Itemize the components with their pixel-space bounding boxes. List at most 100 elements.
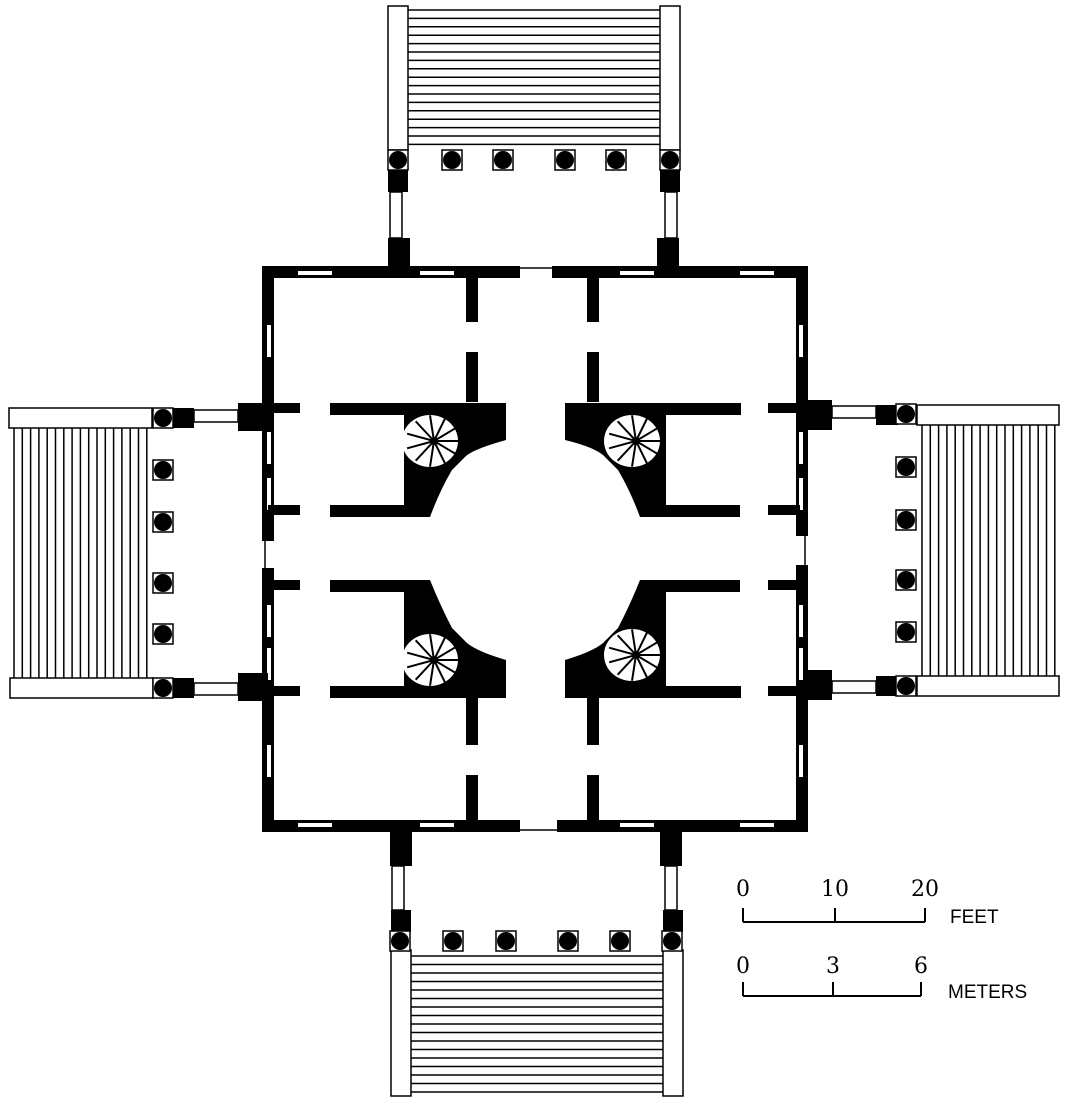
pilaster (238, 403, 268, 431)
stair-tread (406, 651, 435, 661)
spiral-staircases (402, 415, 664, 686)
pilaster (804, 670, 832, 700)
column-icon (443, 151, 461, 169)
stair-tread (631, 440, 637, 467)
stair-tread (635, 426, 661, 442)
window-icon (620, 823, 654, 827)
anta (876, 676, 898, 696)
column-icon (154, 625, 172, 643)
window-icon (799, 478, 803, 510)
column-icon (154, 409, 172, 427)
window-icon (740, 823, 774, 827)
column-icon (497, 932, 515, 950)
stair-cheek-west (390, 949, 412, 1097)
portico-north (387, 5, 681, 239)
side-wall-east (664, 865, 678, 911)
stair-cheek-north (916, 404, 1060, 426)
stair-tread (414, 420, 435, 442)
column-icon (897, 458, 915, 476)
window-icon (298, 823, 332, 827)
window-icon (799, 745, 803, 777)
anta (172, 678, 194, 698)
spiral-staircase-north-west (402, 415, 462, 467)
stair-tread (429, 659, 435, 686)
stair-tread (429, 440, 435, 467)
stair-newel (430, 437, 438, 445)
side-wall-south (193, 682, 239, 696)
stair-tread (631, 415, 637, 442)
stair-newel (632, 437, 640, 445)
stair-tread (433, 440, 447, 466)
stair-tread (433, 659, 447, 685)
column-icon (154, 679, 172, 697)
column-icon (897, 511, 915, 529)
buttress (268, 580, 300, 590)
partition-wall (466, 775, 478, 832)
partition-wall (587, 775, 599, 832)
column-icon (897, 677, 915, 695)
portico-east (831, 403, 1060, 697)
side-wall-west (389, 191, 403, 239)
stair-tread (414, 659, 435, 681)
column-icon (661, 151, 679, 169)
stair-tread (635, 416, 649, 442)
partition-wall (466, 266, 478, 322)
scale-tick-label: 0 (736, 954, 750, 979)
window-icon (267, 478, 271, 510)
column-icon (494, 151, 512, 169)
pilaster (660, 830, 682, 866)
walls (238, 238, 832, 866)
spiral-staircase-south-east (604, 629, 664, 681)
buttress (268, 505, 300, 515)
stair-tread (635, 440, 649, 466)
stair-cheek-east (659, 5, 681, 151)
window-icon (420, 823, 454, 827)
portico-south (389, 865, 684, 1097)
pilaster (804, 400, 832, 430)
scale-tick-label: 3 (826, 954, 840, 979)
anta (660, 168, 680, 192)
stair-newel (430, 656, 438, 664)
stair-tread (631, 629, 637, 656)
column-icon (897, 623, 915, 641)
window-icon (620, 271, 654, 275)
column-icon (897, 571, 915, 589)
column-icon (607, 151, 625, 169)
side-wall-south (831, 680, 877, 694)
column-icon (611, 932, 629, 950)
stair-tread (433, 426, 459, 442)
buttress (268, 403, 300, 413)
portico-west (8, 407, 239, 699)
window-icon (267, 325, 271, 357)
stair-cheek-south (916, 675, 1060, 697)
window-icon (799, 648, 803, 680)
stair-tread (414, 440, 435, 462)
partition-wall (587, 697, 599, 745)
window-icon (799, 325, 803, 357)
stair-tread (414, 639, 435, 661)
stair-tread (608, 654, 637, 664)
spiral-staircase-north-east (604, 415, 664, 467)
stair-cheek-east (662, 949, 684, 1097)
stair-tread (616, 420, 637, 442)
scale-unit-label: FEET (950, 907, 999, 928)
anta (876, 405, 898, 425)
stair-tread (635, 440, 661, 456)
column-icon (154, 513, 172, 531)
anta (172, 408, 194, 428)
column-icon (663, 932, 681, 950)
stair-tread (635, 654, 649, 680)
stair-tread (406, 659, 435, 669)
column-icon (391, 932, 409, 950)
anta (391, 910, 411, 932)
window-icon (420, 271, 454, 275)
window-icon (267, 605, 271, 637)
stair-tread (635, 640, 661, 656)
pilaster (238, 673, 268, 701)
pilaster (390, 830, 412, 866)
column-icon (556, 151, 574, 169)
stair-tread (406, 432, 435, 442)
